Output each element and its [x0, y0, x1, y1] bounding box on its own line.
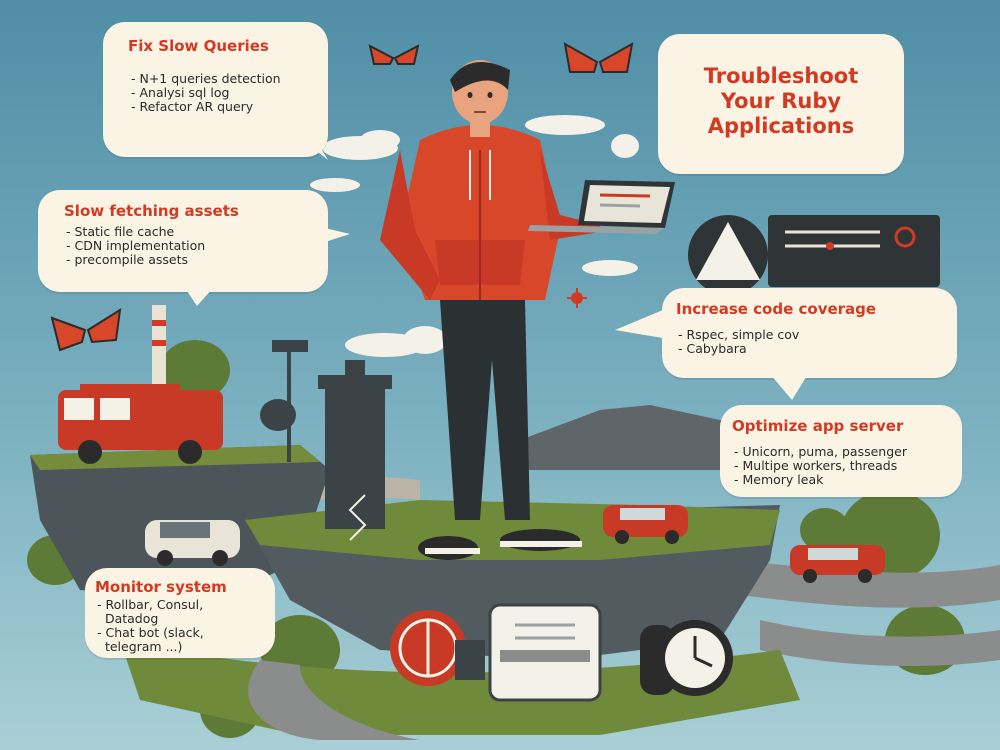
sun-icon	[567, 288, 587, 308]
list-item: - Refactor AR query	[131, 99, 254, 114]
page-title-line: Your Ruby	[720, 89, 842, 113]
list-item: - Analysi sql log	[131, 85, 230, 100]
tower-icon	[260, 340, 392, 541]
developer-figure	[380, 60, 600, 560]
card-items: - Rollbar, Consul, Datadog - Chat bot (s…	[97, 598, 204, 654]
list-item: - Rollbar, Consul,	[97, 597, 204, 612]
page-title: Troubleshoot Your Ruby Applications	[658, 64, 904, 139]
bubble-tail	[770, 374, 808, 400]
butterfly-icon	[563, 42, 634, 73]
title-card: Troubleshoot Your Ruby Applications	[658, 34, 904, 174]
list-item: Datadog	[97, 611, 159, 626]
laptop-icon	[528, 180, 675, 234]
list-item: telegram ...)	[97, 639, 183, 654]
card-items: - N+1 queries detection - Analysi sql lo…	[131, 72, 281, 114]
card-optimize-app-server: Optimize app server - Unicorn, puma, pas…	[720, 405, 962, 497]
list-item: - N+1 queries detection	[131, 71, 281, 86]
card-increase-code-coverage: Increase code coverage - Rspec, simple c…	[662, 288, 957, 378]
card-title: Fix Slow Queries	[128, 37, 269, 55]
list-item: - Unicorn, puma, passenger	[734, 444, 907, 459]
list-item: - Multipe workers, threads	[734, 458, 898, 473]
list-item: - Rspec, simple cov	[678, 327, 800, 342]
card-items: - Rspec, simple cov - Cabybara	[678, 328, 799, 356]
dashboard-icon	[768, 215, 940, 287]
butterfly-icon	[368, 44, 420, 65]
fan-icon	[390, 610, 485, 686]
butterfly-icon	[50, 308, 122, 352]
card-title: Increase code coverage	[676, 300, 877, 318]
document-icon	[488, 603, 602, 702]
list-item: - CDN implementation	[66, 238, 206, 253]
list-item: - Cabybara	[678, 341, 747, 356]
card-monitor-system: Monitor system - Rollbar, Consul, Datado…	[85, 568, 275, 658]
chimney-icon	[152, 305, 166, 395]
list-item: - Chat bot (slack,	[97, 625, 204, 640]
bubble-tail	[300, 222, 350, 250]
list-item: - Static file cache	[66, 224, 175, 239]
bubble-tail	[185, 288, 213, 306]
card-title: Optimize app server	[732, 417, 904, 435]
bubble-tail	[290, 130, 328, 160]
card-fix-slow-queries: Fix Slow Queries - N+1 queries detection…	[103, 22, 328, 157]
car-icon	[145, 520, 240, 566]
page-title-line: Troubleshoot	[703, 64, 859, 88]
clock-icon	[640, 620, 733, 696]
car-icon	[603, 505, 688, 544]
card-title: Slow fetching assets	[64, 202, 239, 220]
card-items: - Unicorn, puma, passenger - Multipe wor…	[734, 445, 907, 487]
page-title-line: Applications	[707, 114, 855, 138]
bubble-tail	[615, 310, 663, 338]
clouds	[310, 115, 639, 357]
list-item: - Memory leak	[734, 472, 824, 487]
road	[760, 620, 1000, 666]
list-item: - precompile assets	[66, 252, 189, 267]
card-slow-fetching-assets: Slow fetching assets - Static file cache…	[38, 190, 328, 292]
van-icon	[58, 384, 223, 464]
card-items: - Static file cache - CDN implementation…	[66, 225, 205, 267]
card-title: Monitor system	[95, 578, 227, 596]
car-icon	[790, 545, 885, 583]
